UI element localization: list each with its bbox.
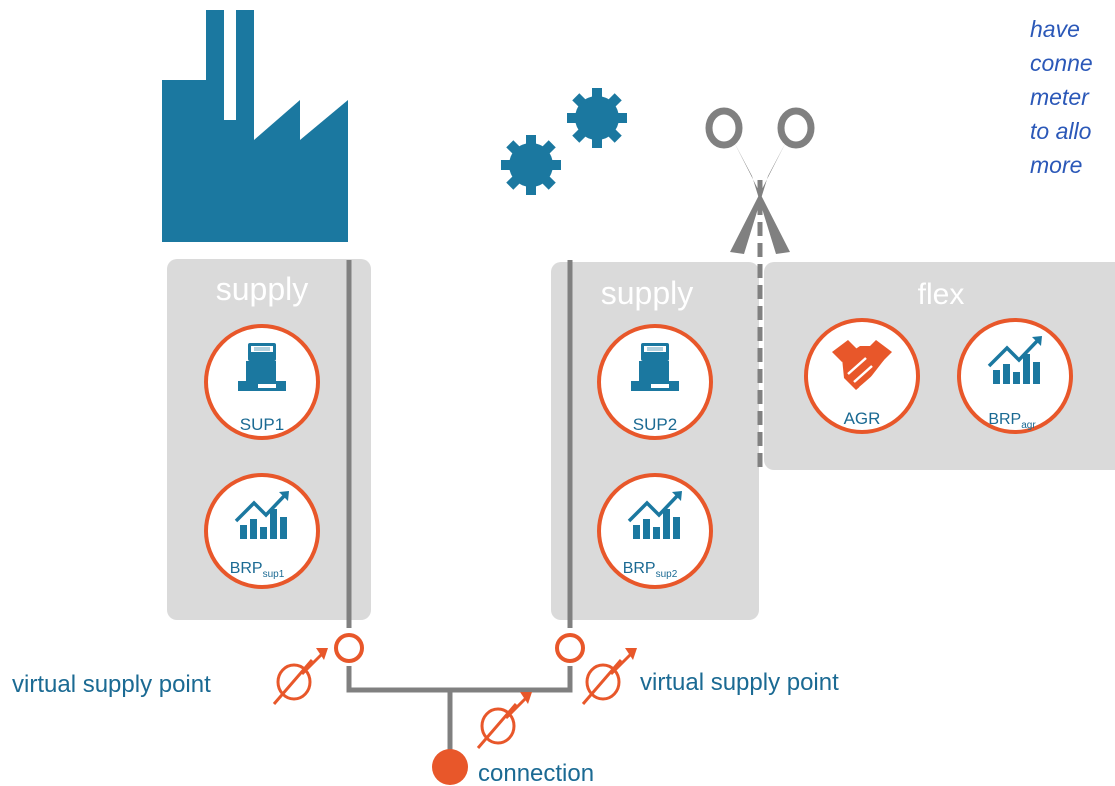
brp-sup2-label: BRPsup2 xyxy=(623,560,678,580)
meter-icon xyxy=(581,646,639,706)
brp-sup1-label: BRPsup1 xyxy=(230,560,285,580)
scissors-icon xyxy=(705,107,815,254)
panel-label-supply-right: supply xyxy=(601,275,694,311)
vsp-right-label: virtual supply point xyxy=(640,669,839,696)
side-caption-line-1: have xyxy=(1030,16,1080,42)
connection-label: connection xyxy=(478,760,594,786)
sup2-label: SUP2 xyxy=(633,415,677,434)
virtual-supply-point-right xyxy=(555,633,585,663)
gears-icon xyxy=(501,88,627,195)
panel-label-flex: flex xyxy=(918,278,965,311)
side-caption-line-3: meter xyxy=(1030,84,1089,110)
panel-label-supply-left: supply xyxy=(216,271,309,307)
brp-agr-label: BRPagr xyxy=(988,411,1036,431)
side-caption-line-4: to allo xyxy=(1030,118,1092,144)
agr-label: AGR xyxy=(844,409,881,428)
side-caption-line-2: conne xyxy=(1030,50,1093,76)
meter-icon xyxy=(272,646,330,706)
connection-point xyxy=(432,749,468,785)
factory-icon xyxy=(162,10,348,242)
vsp-left-label: virtual supply point xyxy=(12,671,211,698)
meter-icon xyxy=(476,690,534,750)
virtual-supply-point-left xyxy=(334,633,364,663)
side-caption: have conne meter to allo more xyxy=(1030,12,1115,182)
handshake-icon xyxy=(832,340,892,390)
sup1-label: SUP1 xyxy=(240,415,284,434)
power-lines xyxy=(346,260,573,752)
side-caption-line-5: more xyxy=(1030,152,1083,178)
